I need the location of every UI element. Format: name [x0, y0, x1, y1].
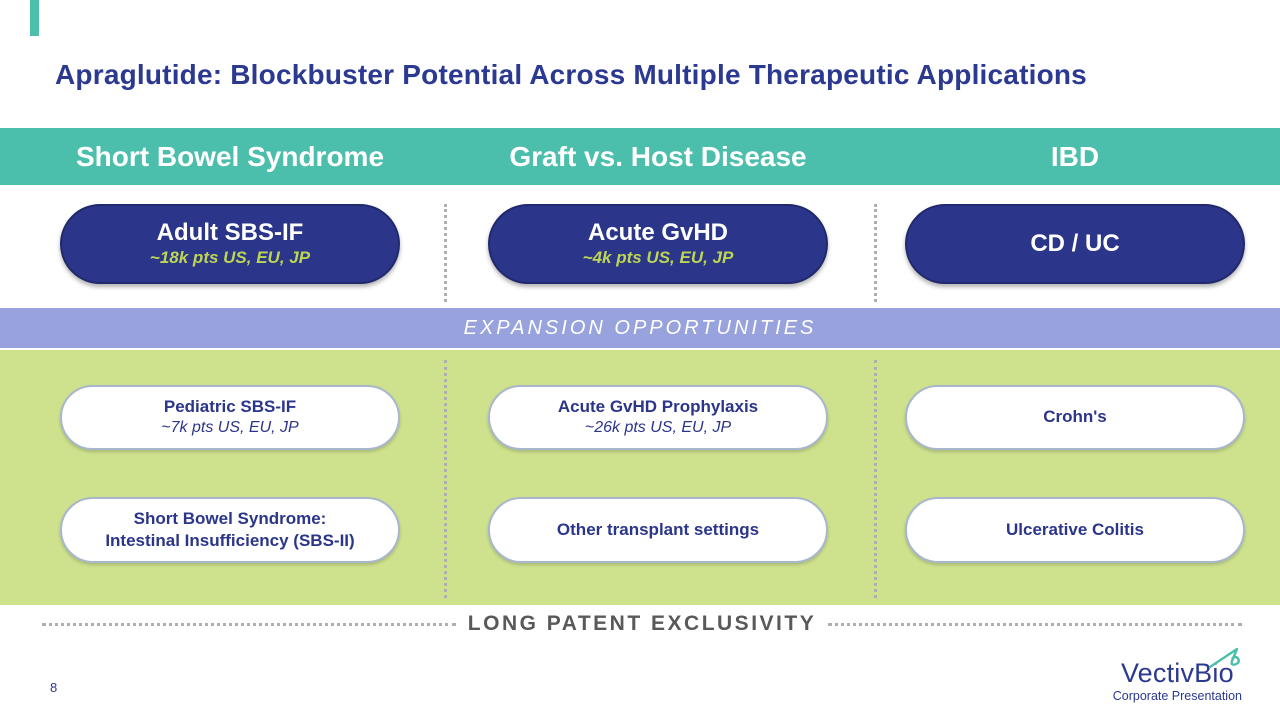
column-header-ibd: IBD: [1050, 141, 1100, 172]
slide-title: Apraglutide: Blockbuster Potential Acros…: [55, 59, 1087, 90]
patent-exclusivity-label: LONG PATENT EXCLUSIVITY: [467, 612, 817, 635]
vectivbio-logo: VectivBio Corporate Presentation: [1112, 647, 1242, 703]
lead-pill-acute-gvhd: Acute GvHD ~4k pts US, EU, JP: [488, 204, 828, 284]
logo-wordmark: VectivBio: [1121, 647, 1240, 688]
pill-acute-gvhd-prophylaxis: Acute GvHD Prophylaxis ~26k pts US, EU, …: [488, 385, 828, 450]
dotted-separator: [444, 360, 447, 598]
pill-ulcerative-colitis: Ulcerative Colitis: [905, 497, 1245, 563]
dotted-separator: [874, 360, 877, 598]
teal-accent-mark: [30, 0, 39, 36]
logo-swoosh-icon: [1208, 645, 1250, 677]
page-number: 8: [50, 680, 58, 695]
pill-line1: Pediatric SBS-IF: [163, 397, 297, 417]
lead-pill-adult-sbs-if: Adult SBS-IF ~18k pts US, EU, JP: [60, 204, 400, 284]
patent-exclusivity-row: LONG PATENT EXCLUSIVITY: [42, 610, 1242, 638]
pill-line1: Acute GvHD Prophylaxis: [557, 397, 759, 417]
pill-pediatric-sbs-if: Pediatric SBS-IF ~7k pts US, EU, JP: [60, 385, 400, 450]
column-header-gvhd: Graft vs. Host Disease: [509, 141, 807, 172]
pill-crohns: Crohn's: [905, 385, 1245, 450]
lead-pill-subtitle: ~4k pts US, EU, JP: [582, 248, 734, 268]
expansion-band-label: EXPANSION OPPORTUNITIES: [463, 316, 817, 339]
lead-pill-title: CD / UC: [1030, 229, 1120, 257]
pill-line1: Short Bowel Syndrome:: [133, 508, 327, 528]
dotted-line-right: [828, 622, 1242, 626]
pill-line2: ~7k pts US, EU, JP: [161, 419, 299, 437]
column-header-band: [0, 128, 1280, 185]
dotted-separator: [444, 204, 447, 302]
lead-pill-subtitle: ~18k pts US, EU, JP: [149, 248, 311, 268]
lead-pill-cd-uc: CD / UC: [905, 204, 1245, 284]
pill-line1: Ulcerative Colitis: [1006, 519, 1144, 539]
logo-tagline: Corporate Presentation: [1112, 689, 1242, 703]
pill-line1: Other transplant settings: [556, 519, 760, 539]
pill-line1: Crohn's: [1043, 407, 1107, 427]
pill-other-transplant-settings: Other transplant settings: [488, 497, 828, 563]
column-header-sbs: Short Bowel Syndrome: [75, 141, 385, 172]
dotted-line-left: [42, 622, 456, 626]
pill-line2: Intestinal Insufficiency (SBS-II): [105, 531, 355, 550]
expansion-opportunities-band: EXPANSION OPPORTUNITIES: [0, 308, 1280, 348]
lead-pill-title: Adult SBS-IF: [156, 219, 304, 247]
pill-line2: ~26k pts US, EU, JP: [584, 419, 732, 437]
dotted-separator: [874, 204, 877, 302]
lead-pill-title: Acute GvHD: [587, 219, 729, 247]
pill-sbs-ii: Short Bowel Syndrome: Intestinal Insuffi…: [60, 497, 400, 563]
